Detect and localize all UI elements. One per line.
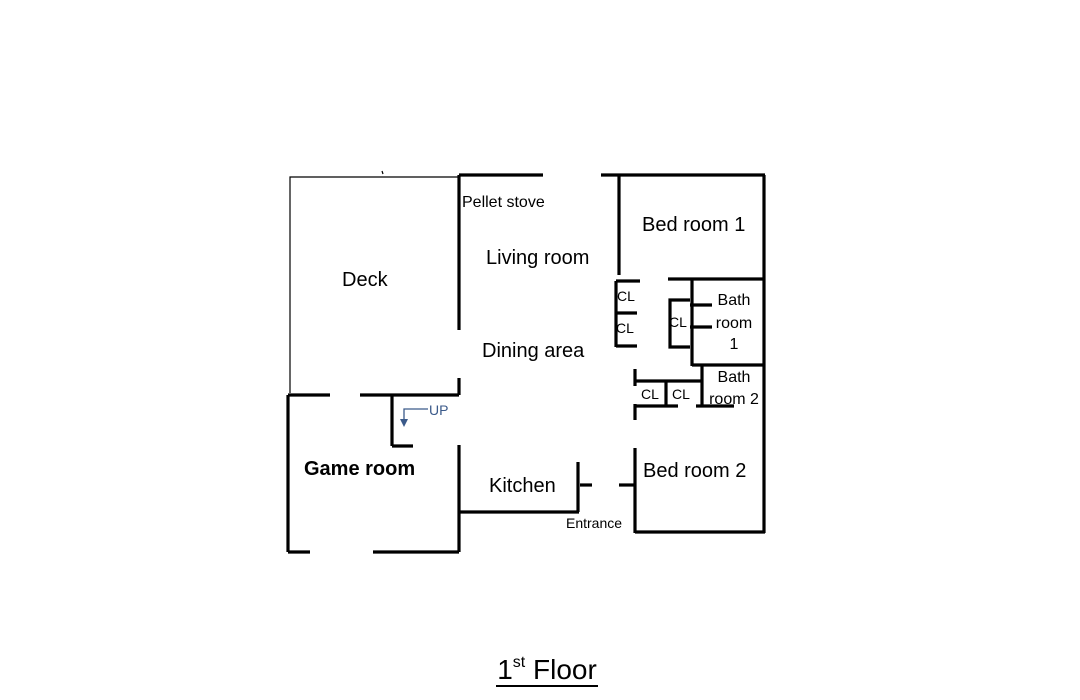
closet-label: CL — [641, 386, 659, 402]
bathroom-1-label: 1 — [730, 336, 739, 353]
bathroom-2-label: room 2 — [709, 391, 759, 408]
floor-number: 1 — [497, 654, 513, 685]
deck-outline — [289, 170, 459, 393]
bedroom-2-label: Bed room 2 — [643, 460, 746, 482]
bedroom-1-label: Bed room 1 — [642, 214, 745, 236]
game-room-label: Game room — [304, 458, 415, 480]
bathroom-1-label: room — [716, 315, 752, 332]
floor-word: Floor — [533, 654, 597, 685]
bathroom-2-label: Bath — [718, 369, 751, 386]
closet-label: CL — [616, 320, 634, 336]
closet-label: CL — [617, 288, 635, 304]
stairs-arrow-icon — [400, 408, 428, 427]
stairs-up-label: UP — [429, 402, 448, 418]
closet-label: CL — [672, 386, 690, 402]
pellet-stove-label: Pellet stove — [462, 194, 545, 211]
living-room-label: Living room — [486, 247, 589, 269]
bathroom-1-label: Bath — [718, 292, 751, 309]
entrance-label: Entrance — [566, 515, 622, 531]
floor-title-text: 1st Floor — [496, 655, 598, 687]
kitchen-label: Kitchen — [489, 475, 556, 497]
deck-label: Deck — [342, 269, 389, 291]
walls — [286, 173, 766, 554]
closet-label: CL — [669, 314, 687, 330]
floor-ordinal-suffix: st — [512, 654, 526, 671]
floor-title: 1st Floor — [0, 654, 1080, 687]
dining-area-label: Dining area — [482, 340, 585, 362]
